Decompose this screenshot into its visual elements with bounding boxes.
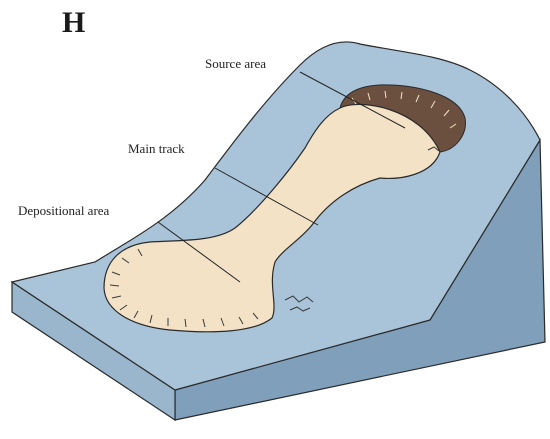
- panel-letter: H: [62, 6, 85, 40]
- main-track-label: Main track: [128, 141, 185, 156]
- source-area-label: Source area: [205, 56, 266, 71]
- depositional-area-label: Depositional area: [18, 203, 110, 218]
